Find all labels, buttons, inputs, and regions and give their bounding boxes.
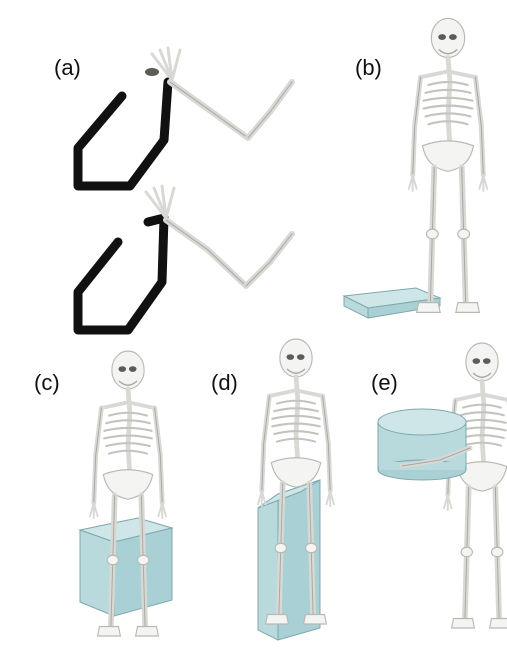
trajectory-path-bottom [78,218,164,330]
panel-a [78,48,292,330]
panel-label-b: (b) [355,57,382,79]
panel-label-c: (c) [34,372,60,394]
skeleton-b [409,18,487,312]
panel-label-d: (d) [211,372,238,394]
panel-c [80,351,172,636]
skeleton-e [444,343,507,628]
panel-label-e: (e) [371,372,398,394]
trajectory-path-top [78,82,168,186]
drum-object [378,409,466,480]
panel-d [258,339,334,640]
panel-label-a: (a) [54,57,81,79]
